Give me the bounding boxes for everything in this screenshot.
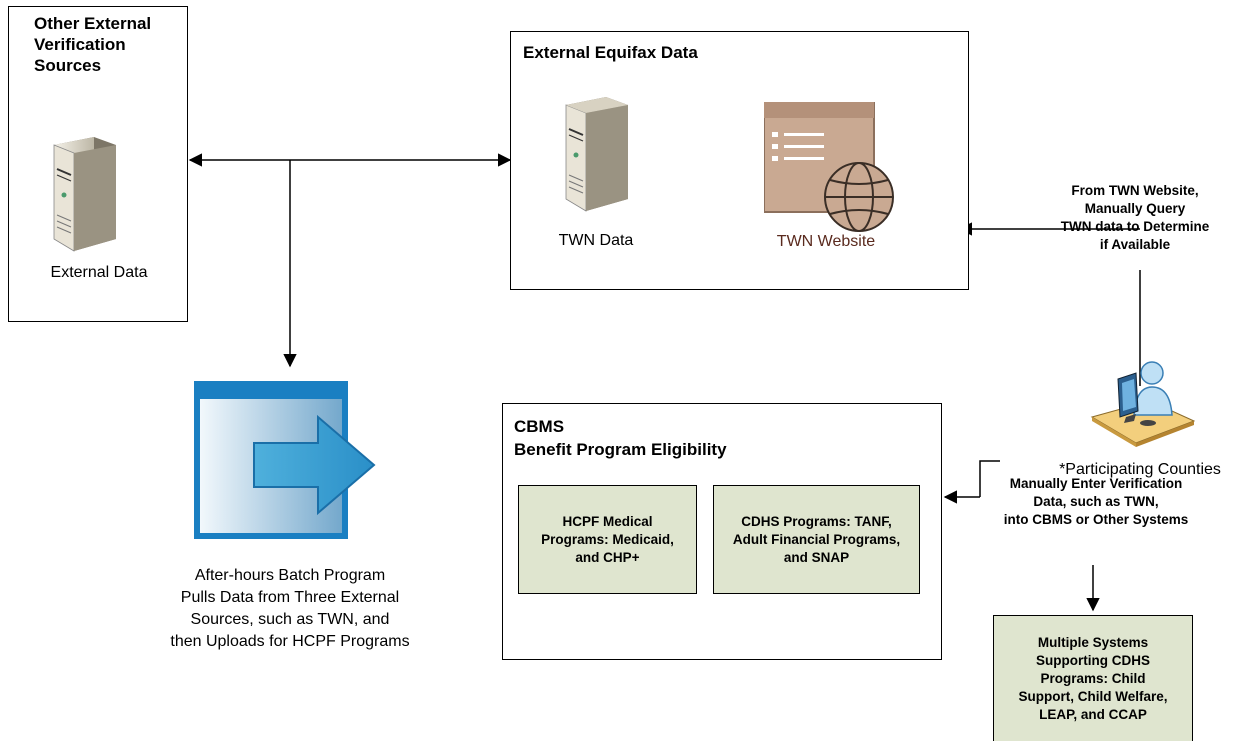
multiple-systems-box: Multiple Systems Supporting CDHS Program… <box>993 615 1193 741</box>
worker-at-computer-icon <box>1090 361 1195 447</box>
batch-program-icon <box>194 381 376 539</box>
server-icon <box>53 137 116 252</box>
equifax-box: External Equifax Data TWN Data TWN Websi… <box>510 31 969 290</box>
external-data-label: External Data <box>50 264 148 281</box>
arrow-enter-to-cbms <box>979 460 1000 497</box>
participating-counties-label: *Participating Counties <box>1059 461 1221 478</box>
cdhs-programs-box: CDHS Programs: TANF, Adult Financial Pro… <box>713 485 920 594</box>
cbms-box: CBMS Benefit Program Eligibility HCPF Me… <box>502 403 942 660</box>
hcpf-programs-box: HCPF Medical Programs: Medicaid, and CHP… <box>518 485 697 594</box>
other-external-box: Other External Verification Sources Exte… <box>8 6 188 322</box>
server-icon <box>565 97 628 212</box>
other-external-title: Other External Verification Sources <box>34 14 152 75</box>
twn-data-label: TWN Data <box>558 232 634 249</box>
twn-website-label: TWN Website <box>776 233 876 250</box>
query-note: From TWN Website, Manually Query TWN dat… <box>1060 183 1210 252</box>
cbms-title: CBMS Benefit Program Eligibility <box>514 417 727 459</box>
website-globe-icon <box>764 102 894 232</box>
enter-data-note: Manually Enter Verification Data, such a… <box>1003 476 1189 527</box>
batch-program-label: After-hours Batch Program Pulls Data fro… <box>170 567 410 650</box>
equifax-title: External Equifax Data <box>523 43 698 62</box>
